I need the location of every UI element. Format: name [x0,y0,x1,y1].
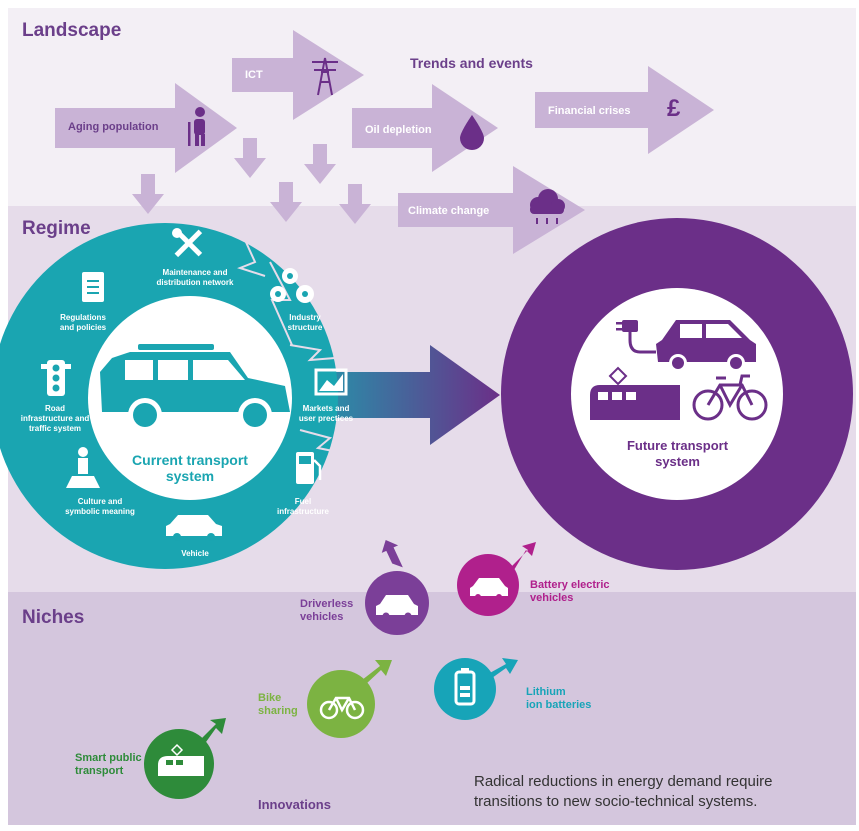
down-arrow [132,174,164,214]
bicycle-icon [692,374,768,421]
statue-icon [66,447,100,488]
trend-arrow-oil [352,84,498,172]
down-arrow [304,144,336,184]
document-icon [82,272,104,302]
caption: Radical reductions in energy demand requ… [474,773,773,810]
tram-icon [590,366,680,420]
trends-heading: Trends and events [410,55,533,71]
section-title-landscape: Landscape [22,20,122,41]
oil-drop-icon [460,115,484,150]
suv-car-icon [100,344,290,432]
car-icon [166,515,222,541]
trend-arrow-ict [232,30,364,120]
section-title-niches: Niches [22,607,85,628]
trend-label-financial: Financial crises [548,105,631,117]
market-chart-icon [314,368,348,396]
transition-arrow [285,345,500,445]
innovations-heading: Innovations [258,797,331,812]
electric-car-icon [616,320,756,372]
niche-lithium [434,658,518,720]
niche-bike-sharing [307,660,392,738]
trend-label-oil: Oil depletion [365,124,432,136]
niches-band [8,592,856,825]
trend-arrow-climate [398,166,585,254]
down-arrow [234,138,266,178]
elderly-person-icon [188,107,205,146]
traffic-light-icon [41,360,71,396]
trend-arrow-aging [55,83,237,173]
trend-arrow-financial [535,66,714,154]
niche-smart-public [144,718,226,799]
niche-driverless [365,540,429,635]
section-title-regime: Regime [22,218,91,239]
trend-label-climate: Climate change [408,205,490,217]
element-vehicle: Vehicle [181,549,209,558]
pound-sign-icon: £ [667,95,681,122]
wrench-screwdriver-icon [172,228,203,258]
niche-battery-electric [457,542,536,616]
transmission-tower-icon [312,57,338,96]
rain-cloud-icon [530,189,565,224]
down-arrow [270,182,302,222]
gears-icon [270,268,314,303]
down-arrow [339,184,371,224]
trend-label-aging: Aging population [68,121,159,133]
fuel-pump-icon [296,452,322,484]
trend-label-ict: ICT [245,69,263,81]
